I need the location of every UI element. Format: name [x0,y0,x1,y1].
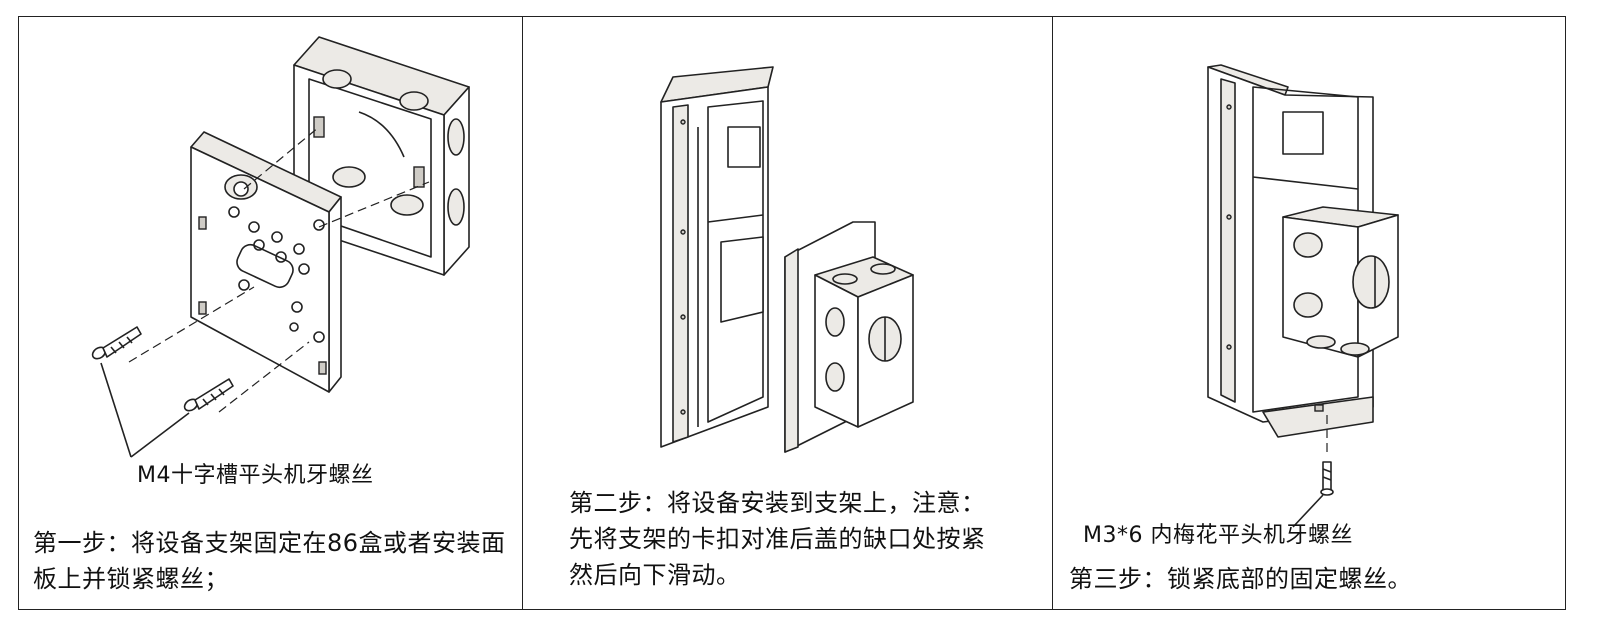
bracket-with-box-drawing [784,221,914,453]
screw-icon [183,378,234,412]
step-1-caption: 第一步：将设备支架固定在86盒或者安装面板上并锁紧螺丝； [33,529,506,593]
step-2-caption: 第二步：将设备安装到支架上，注意：先将支架的卡扣对准后盖的缺口处按紧然后向下滑动… [569,489,986,589]
mounting-bracket-drawing [190,131,342,393]
part-label-m3-screw: M3*6 内梅花平头机牙螺丝 [1083,523,1353,548]
part-label-m4-screw: M4十字槽平头机牙螺丝 [137,463,374,488]
wall-box-attached-drawing [1282,206,1399,358]
step-1-panel: M4十字槽平头机牙螺丝 第一步：将设备支架固定在86盒或者安装面板上并锁紧螺丝； [19,17,522,609]
device-back-drawing [660,66,774,448]
step-3-panel: M3*6 内梅花平头机牙螺丝 第三步：锁紧底部的固定螺丝。 [1052,17,1565,609]
step-1-illustration [91,36,470,458]
step-2-illustration [660,66,914,453]
screw-icon [91,326,142,360]
instruction-sheet: M4十字槽平头机牙螺丝 第一步：将设备支架固定在86盒或者安装面板上并锁紧螺丝； [18,16,1566,610]
step-3-illustration [1207,64,1399,528]
step-2-panel: 第二步：将设备安装到支架上，注意：先将支架的卡扣对准后盖的缺口处按紧然后向下滑动… [522,17,1052,609]
step-3-caption: 第三步：锁紧底部的固定螺丝。 [1069,565,1412,593]
screw-icon [1320,461,1334,496]
